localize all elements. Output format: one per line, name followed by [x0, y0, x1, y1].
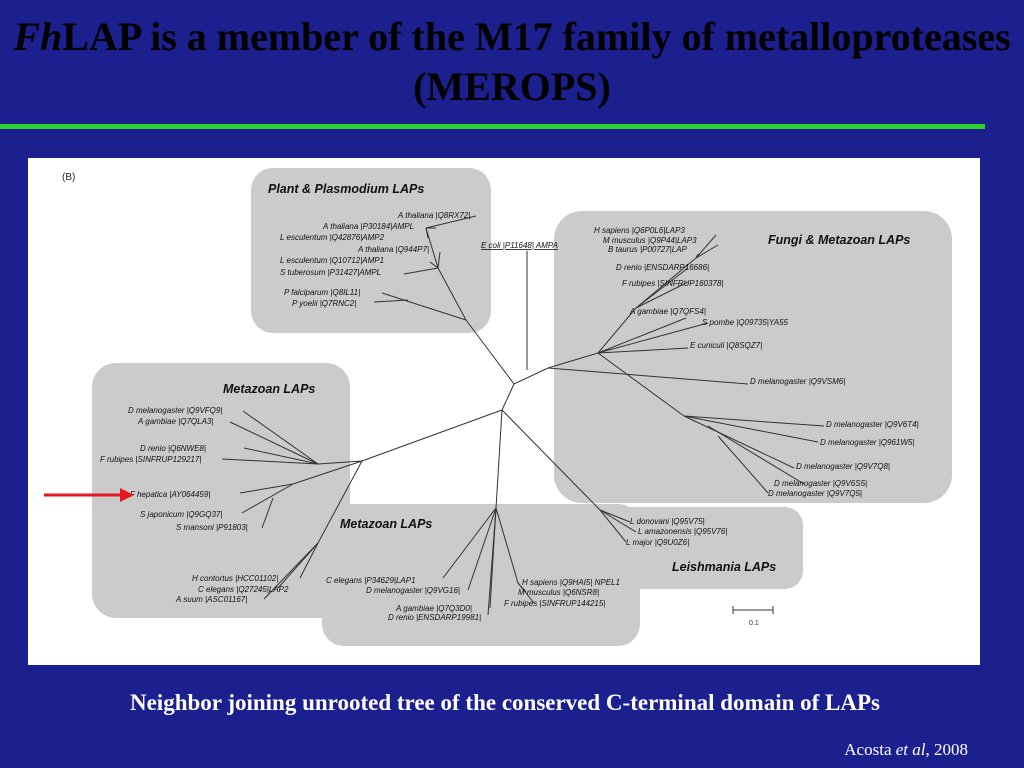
leaf-label: C elegans |P34629|LAP1	[326, 576, 416, 585]
leaf-label: A thaliana |Q944P7|	[357, 245, 429, 254]
leaf-label: L major |Q9U0Z6|	[626, 538, 689, 547]
leaf-label: D renio |ENSDARP19981|	[388, 613, 481, 622]
leaf-label: L donovani |Q95V75|	[630, 517, 705, 526]
leaf-label: C elegans |Q27245|LAP2	[198, 585, 289, 594]
leaf-label: D melanogaster |Q9V6T4|	[826, 420, 919, 429]
leaf-label: M musculus |Q6NSR8|	[518, 588, 599, 597]
leaf-label: S pombe |Q09735|YA55	[702, 318, 789, 327]
group-label-metazoan-1: Metazoan LAPs	[223, 382, 315, 396]
leaf-label: D melanogaster |Q9VG16|	[366, 586, 460, 595]
leaf-label: A gambiae |Q7Q3D0|	[395, 604, 472, 613]
leaf-labels-metazoan-2: C elegans |P34629|LAP1 D melanogaster |Q…	[326, 576, 620, 622]
group-box-metazoan-2	[322, 504, 640, 646]
citation: Acosta et al, 2008	[844, 740, 968, 760]
leaf-label: P falciparum |Q8IL11|	[284, 288, 360, 297]
leaf-label: L amazonensis |Q95V76|	[638, 527, 727, 536]
citation-author: Acosta	[844, 740, 896, 759]
group-box-plant	[251, 168, 491, 333]
leaf-label: H sapiens |Q6P0L6|LAP3	[594, 226, 685, 235]
leaf-label: E cuniculi |Q8SQZ7|	[690, 341, 762, 350]
scale-bar: 0.1	[732, 606, 774, 627]
title-divider	[0, 124, 985, 129]
leaf-label: A thaliana |P30184|AMPL	[322, 222, 414, 231]
leaf-label: B taurus |P00727|LAP	[608, 245, 688, 254]
leaf-label: A gambiae |Q7QLA3|	[137, 417, 213, 426]
leaf-label-fhepatica: F hepatica |AY064459|	[130, 490, 210, 499]
pointer-arrow-icon	[44, 488, 134, 502]
leaf-label: D melanogaster |Q9V7Q5|	[768, 489, 862, 498]
leaf-labels-metazoan-1: D melanogaster |Q9VFQ9| A gambiae |Q7QLA…	[100, 406, 289, 604]
title-italic-part: Fh	[13, 14, 63, 59]
scale-bar-label: 0.1	[749, 620, 759, 627]
group-label-fungi: Fungi & Metazoan LAPs	[768, 233, 910, 247]
leaf-label: F rubipes |SINFRUP129217|	[100, 455, 201, 464]
leaf-label: L esculentum |Q10712|AMP1	[280, 256, 384, 265]
leaf-label: H contortus |HCC01102|	[192, 574, 278, 583]
group-label-leishmania: Leishmania LAPs	[672, 560, 776, 574]
title-main-part: LAP is a member of the M17 family of met…	[62, 14, 1011, 109]
panel-label: (B)	[62, 172, 75, 183]
group-box-fungi	[554, 211, 952, 503]
tree-svg: (B) Plant & Plasmodium LAPs Fungi & Meta…	[62, 168, 952, 646]
leaf-label: D renio |Q6NWE8|	[140, 444, 206, 453]
leaf-labels-fungi: H sapiens |Q6P0L6|LAP3 M musculus |Q9P44…	[594, 226, 919, 498]
leaf-labels-plant: A thaliana |Q8RX72| A thaliana |P30184|A…	[280, 211, 470, 308]
leaf-label: A thaliana |Q8RX72|	[397, 211, 470, 220]
group-label-plant: Plant & Plasmodium LAPs	[268, 182, 424, 196]
citation-year: , 2008	[925, 740, 969, 759]
leaf-label: D melanogaster |Q9V6S5|	[774, 479, 867, 488]
group-label-metazoan-2: Metazoan LAPs	[340, 517, 432, 531]
leaf-label: D melanogaster |Q9VSM6|	[750, 377, 845, 386]
leaf-label: S japonicum |Q9GQ37|	[140, 510, 222, 519]
leaf-label-ecoli: E coli |P11648| AMPA	[481, 241, 558, 250]
leaf-labels-leishmania: L donovani |Q95V75| L amazonensis |Q95V7…	[626, 517, 727, 547]
leaf-label: L esculentum |Q42876|AMP2	[280, 233, 385, 242]
leaf-label: S mansoni |P91803|	[176, 523, 248, 532]
citation-etal: et al	[895, 740, 926, 759]
leaf-label: D melanogaster |Q9V7Q8|	[796, 462, 890, 471]
leaf-label: F rubipes |SINFRUP144215|	[504, 599, 605, 608]
leaf-label: A gambiae |Q7QFS4|	[629, 307, 706, 316]
leaf-label: D renio |ENSDARP16686|	[616, 263, 709, 272]
leaf-label: F rubipes |SINFRUP160378|	[622, 279, 723, 288]
slide-caption: Neighbor joining unrooted tree of the co…	[129, 690, 880, 715]
phylogenetic-tree-figure: (B) Plant & Plasmodium LAPs Fungi & Meta…	[28, 158, 980, 665]
leaf-label: P yoelii |Q7RNC2|	[292, 299, 356, 308]
leaf-label: S tuberosum |P31427|AMPL	[280, 268, 381, 277]
leaf-label: A suum |ASC01167|	[175, 595, 247, 604]
leaf-label: D melanogaster |Q961W5|	[820, 438, 914, 447]
group-box-leishmania	[600, 507, 803, 589]
leaf-label: H sapiens |Q9HAI5| NPEL1	[522, 578, 620, 587]
leaf-label: D melanogaster |Q9VFQ9|	[128, 406, 222, 415]
leaf-label: M musculus |Q9P44|LAP3	[603, 236, 697, 245]
group-box-metazoan-1	[92, 363, 350, 618]
slide-title: FhLAP is a member of the M17 family of m…	[0, 12, 1024, 112]
tree-branches	[221, 215, 825, 616]
